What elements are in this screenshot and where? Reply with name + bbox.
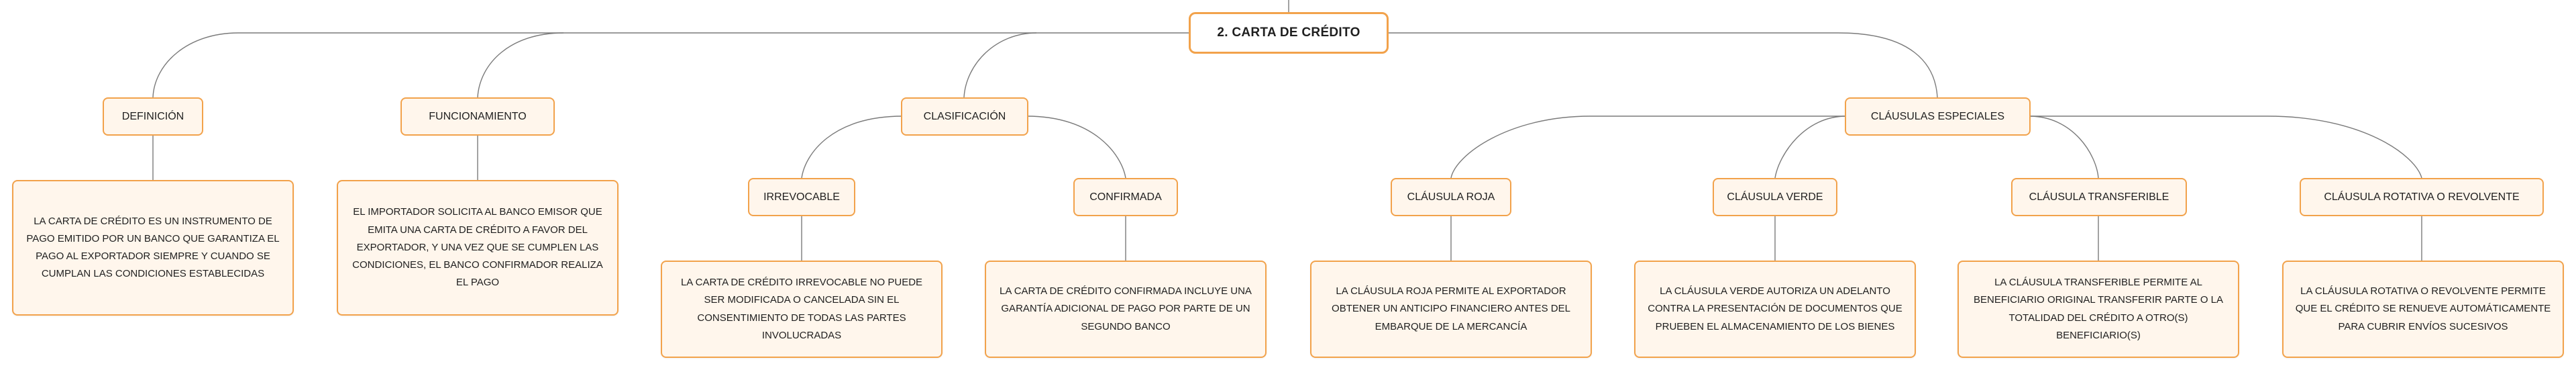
desc-clausula-transferible[interactable]: LA CLÁUSULA TRANSFERIBLE PERMITE AL BENE…: [1957, 261, 2239, 358]
node-clausula-roja[interactable]: CLÁUSULA ROJA: [1391, 178, 1511, 216]
connector-clausulas-roja: [1450, 115, 1846, 179]
connector-root-clausulas: [1837, 32, 1938, 98]
connector-root-definicion: [152, 32, 239, 98]
node-irrevocable[interactable]: IRREVOCABLE: [748, 178, 855, 216]
desc-irrevocable[interactable]: LA CARTA DE CRÉDITO IRREVOCABLE NO PUEDE…: [661, 261, 943, 358]
connector-clausulas-rotativa: [2029, 115, 2422, 179]
node-definicion[interactable]: DEFINICIÓN: [103, 97, 203, 136]
desc-funcionamiento[interactable]: EL IMPORTADOR SOLICITA AL BANCO EMISOR Q…: [337, 180, 619, 316]
desc-clausula-roja[interactable]: LA CLÁUSULA ROJA PERMITE AL EXPORTADOR O…: [1310, 261, 1592, 358]
node-clausulas-especiales[interactable]: CLÁUSULAS ESPECIALES: [1845, 97, 2031, 136]
connector-root-clasificacion: [963, 32, 1037, 98]
connector-root-funcionamiento: [477, 32, 564, 98]
desc-definicion[interactable]: LA CARTA DE CRÉDITO ES UN INSTRUMENTO DE…: [12, 180, 294, 316]
node-confirmada[interactable]: CONFIRMADA: [1073, 178, 1178, 216]
node-clausula-transferible[interactable]: CLÁUSULA TRANSFERIBLE: [2011, 178, 2187, 216]
desc-clausula-verde[interactable]: LA CLÁUSULA VERDE AUTORIZA UN ADELANTO C…: [1634, 261, 1916, 358]
desc-confirmada[interactable]: LA CARTA DE CRÉDITO CONFIRMADA INCLUYE U…: [985, 261, 1267, 358]
node-clausula-rotativa[interactable]: CLÁUSULA ROTATIVA O REVOLVENTE: [2300, 178, 2544, 216]
connector-clausulas-verde: [1774, 115, 1847, 179]
connector-clausulas-transferible: [2029, 115, 2099, 179]
node-clausula-verde[interactable]: CLÁUSULA VERDE: [1713, 178, 1837, 216]
node-funcionamiento[interactable]: FUNCIONAMIENTO: [400, 97, 555, 136]
desc-clausula-rotativa[interactable]: LA CLÁUSULA ROTATIVA O REVOLVENTE PERMIT…: [2282, 261, 2564, 358]
connector-clasificacion-confirmada: [1026, 115, 1126, 179]
root-node-carta-de-credito[interactable]: 2. CARTA DE CRÉDITO: [1189, 12, 1389, 54]
connector-clasificacion-irrevocable: [801, 115, 903, 179]
node-clasificacion[interactable]: CLASIFICACIÓN: [901, 97, 1028, 136]
